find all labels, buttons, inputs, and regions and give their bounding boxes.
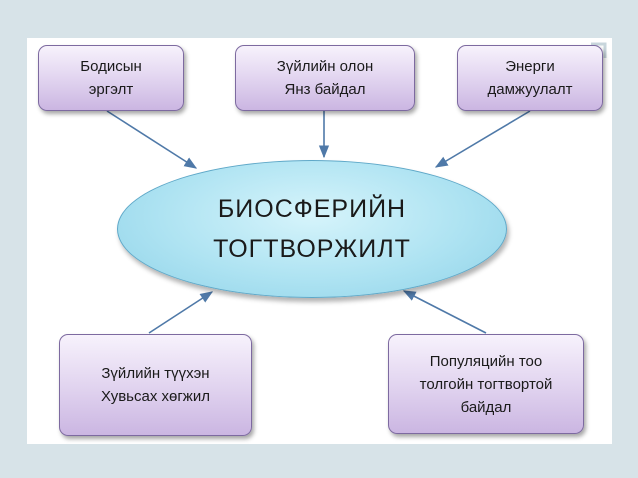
box-matter-cycle: Бодисын эргэлт <box>38 45 184 111</box>
box-historical-evolution-line1: Зүйлийн түүхэн <box>101 365 210 382</box>
center-biosphere-stability: БИОСФЕРИЙН ТОГТВОРЖИЛТ <box>117 160 507 298</box>
corner-decoration-icon <box>591 42 607 58</box>
box-species-diversity-line2: Янз байдал <box>284 81 366 98</box>
box-matter-cycle-line1: Бодисын <box>80 58 142 75</box>
box-population-stability-line3: байдал <box>460 398 512 416</box>
box-historical-evolution-line2: Хувьсах хөгжил <box>101 388 210 405</box>
box-energy-transfer-line1: Энерги <box>505 58 555 75</box>
box-energy-transfer-line2: дамжуулалт <box>487 81 573 98</box>
center-title-line1: БИОСФЕРИЙН <box>217 195 407 223</box>
box-species-diversity: Зүйлийн олон Янз байдал <box>235 45 415 111</box>
box-historical-evolution: Зүйлийн түүхэн Хувьсах хөгжил <box>59 334 252 436</box>
box-population-stability: Популяцийн тоо толгойн тогтвортой байдал <box>388 334 584 434</box>
center-title-line2: ТОГТВОРЖИЛТ <box>213 235 411 263</box>
arrow-bottom-left <box>148 291 214 334</box>
arrow-top-right <box>434 110 531 168</box>
box-matter-cycle-line2: эргэлт <box>88 81 134 98</box>
box-energy-transfer: Энерги дамжуулалт <box>457 45 603 111</box>
arrow-bottom-right <box>402 290 487 334</box>
box-population-stability-line1: Популяцийн тоо <box>429 352 543 370</box>
arrow-top-left <box>106 110 198 169</box>
box-population-stability-line2: толгойн тогтвортой <box>419 375 553 393</box>
box-species-diversity-line1: Зүйлийн олон <box>276 58 374 75</box>
